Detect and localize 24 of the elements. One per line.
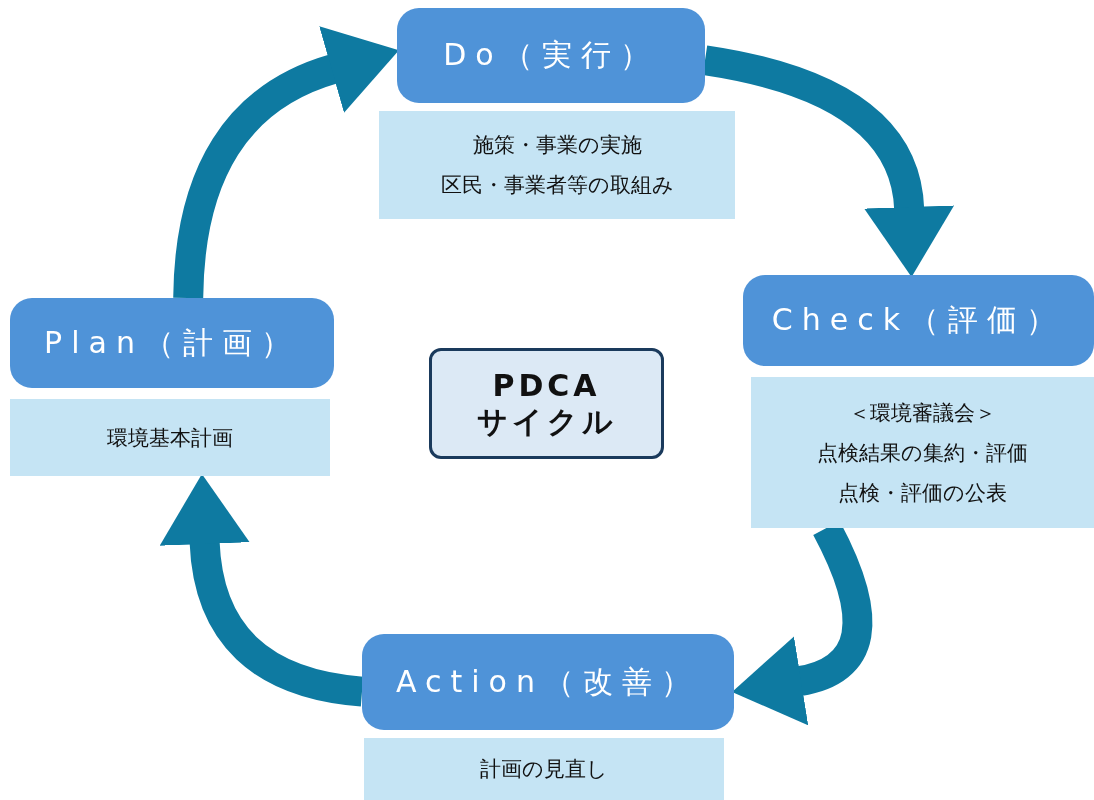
phase-title: Action（改善）: [396, 662, 700, 701]
phase-box: [362, 634, 734, 730]
description-text: ＜環境審議会＞: [849, 399, 996, 427]
cycle-label-text: サイクル: [476, 403, 617, 440]
description-text: 点検・評価の公表: [838, 479, 1007, 507]
phase-title: Do（実行）: [443, 36, 659, 74]
description-text: 施策・事業の実施: [472, 132, 642, 159]
description-box: [379, 111, 735, 219]
description-text: 計画の見直し: [480, 756, 608, 783]
description-box: [364, 738, 724, 800]
phase-box: [743, 275, 1094, 366]
description-box: [751, 377, 1094, 528]
phase-title: Plan（計画）: [44, 323, 300, 362]
cycle-arrow: [159, 474, 364, 707]
description-text: 区民・事業者等の取組み: [440, 172, 674, 199]
description-text: 点検結果の集約・評価: [817, 439, 1028, 467]
cycle-label-box: [429, 348, 664, 459]
phase-box: [397, 8, 705, 103]
phase-box: [10, 298, 334, 388]
cycle-label-text: PDCA: [492, 367, 601, 404]
description-box: [10, 399, 330, 476]
description-text: 環境基本計画: [107, 424, 233, 452]
cycle-arrow: [173, 27, 398, 299]
phase-title: Check（評価）: [771, 301, 1066, 339]
